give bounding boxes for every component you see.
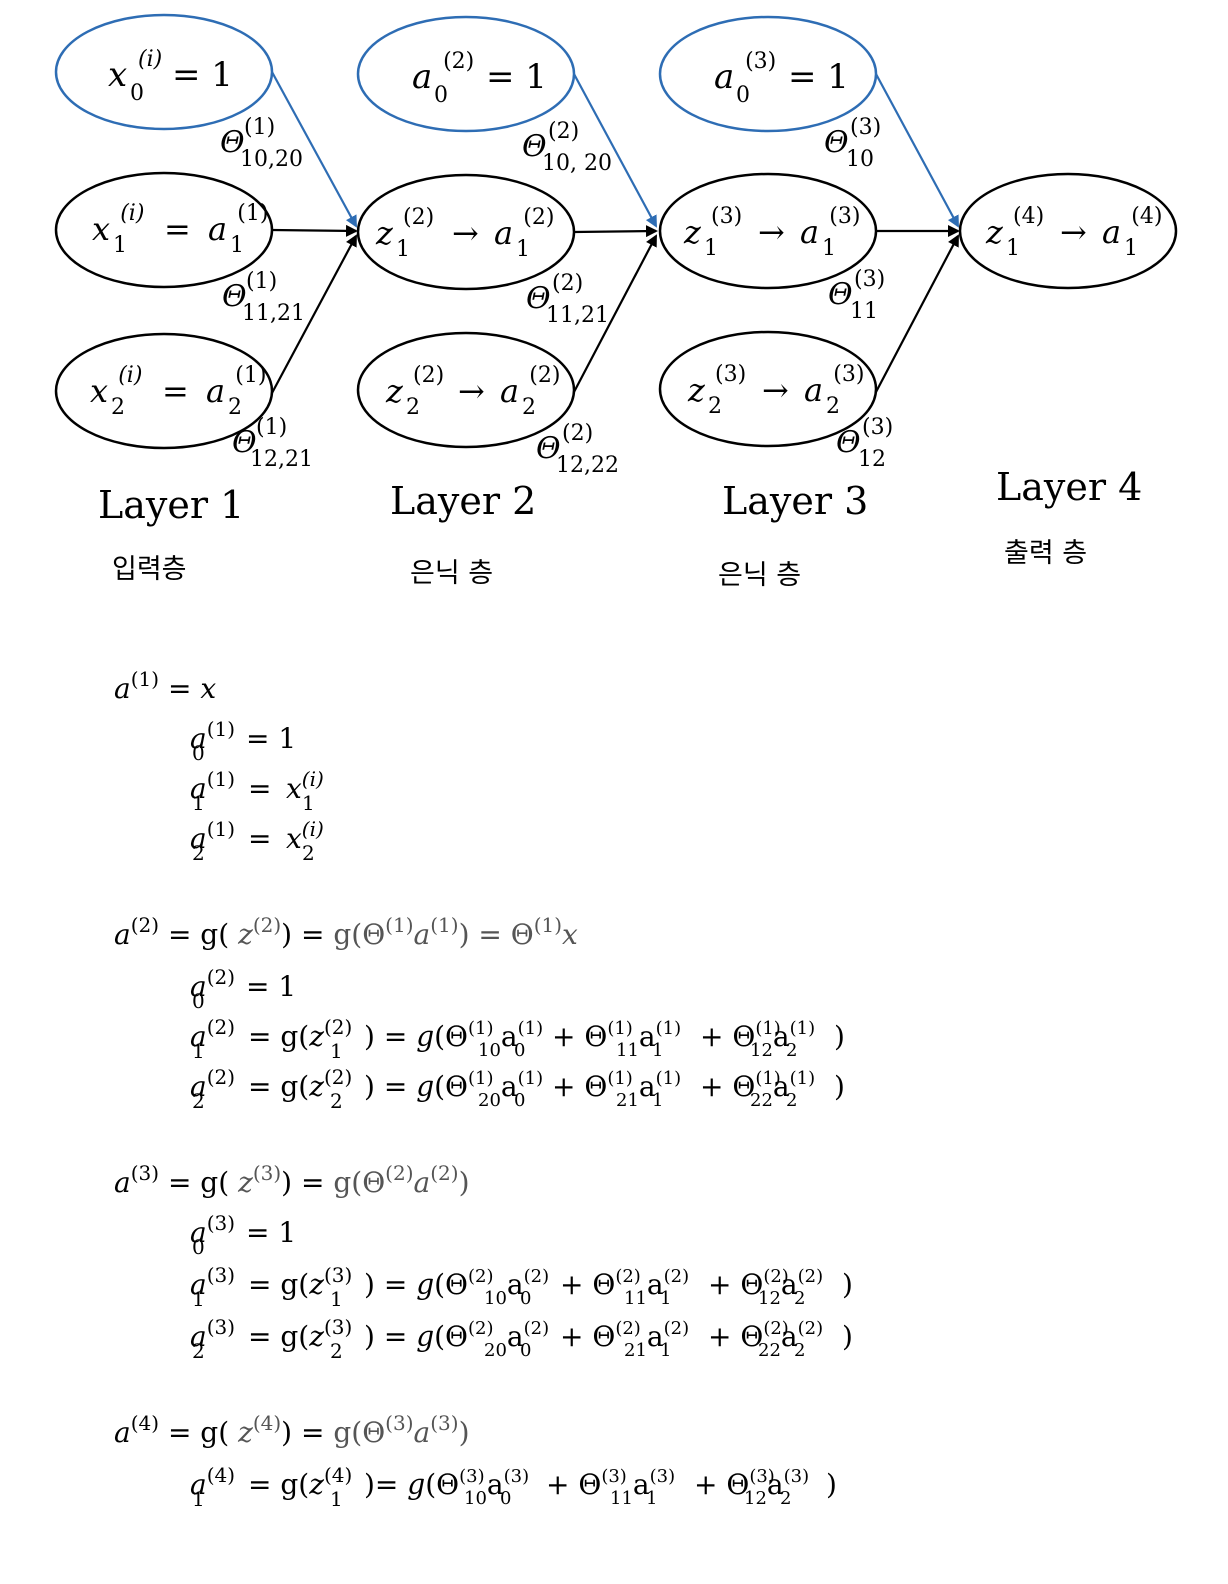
formula-a3-def: a(3) = g( z(3)) = g(Θ(2)a(2)) xyxy=(114,1161,470,1199)
weight-label-3-2: Θ (3) 12 xyxy=(836,407,903,472)
edges xyxy=(271,71,960,394)
layer-2-subtitle: 은닉 층 xyxy=(410,558,493,589)
node-l1-n2: x (i) 2 = a (1) 2 xyxy=(54,332,277,450)
layer-1-title: Layer 1 xyxy=(98,483,244,527)
formula-a3-1: a(3)1= g(z(3)1) = g(Θ(2)10a(2)0+ Θ(2)11a… xyxy=(190,1263,853,1311)
svg-text:x (i) 0: x (i) 0 = 1 xyxy=(108,35,233,109)
svg-text:z (3) 1: z (3) 1 → a (3) 1 xyxy=(683,193,871,263)
node-l2-n2: z (2) 2 → a (2) 2 xyxy=(356,331,576,449)
node-l3-n2: z (3) 2 → a (3) 2 xyxy=(658,330,878,448)
edge-l2-n1-to-l3-n1 xyxy=(573,225,658,238)
node-l4-n1: z (4) 1 → a (4) 1 xyxy=(958,172,1178,290)
svg-text:z (4) 1: z (4) 1 → a (4) 1 xyxy=(985,193,1173,263)
layer-4-subtitle: 출력 층 xyxy=(1004,538,1087,569)
node-l1-bias: x (i) 0 = 1 xyxy=(54,13,274,131)
formula-a3-2: a(3)2= g(z(3)2) = g(Θ(2)20a(2)0+ Θ(2)21a… xyxy=(190,1315,853,1363)
svg-text:x (i) 2: x (i) 2 = a (1) 2 xyxy=(90,352,277,422)
weight-label-2-2: Θ (2) 12,22 xyxy=(536,413,619,478)
formula-a2-1: a(2)1= g(z(2)1) = g(Θ(1)10a(1)0+ Θ(1)11a… xyxy=(190,1015,845,1063)
weight-labels: Θ (1) 10,20 Θ (1) 11,21 Θ (1) 12,21 Θ (2… xyxy=(220,107,903,478)
layer-3-subtitle: 은닉 층 xyxy=(718,560,801,591)
formula-a1-2: a(1)2=x(i)2 xyxy=(190,817,324,865)
layer-4-title: Layer 4 xyxy=(996,465,1142,509)
nodes: x (i) 0 = 1 x (i) 1 = a (1) 1 x xyxy=(54,13,1178,450)
formula-a1-def: a(1) = x xyxy=(114,667,216,705)
node-l2-bias: a (2) 0 = 1 xyxy=(356,15,576,133)
formula-a3-0: a(3)0= 1 xyxy=(190,1211,296,1259)
node-l3-n1: z (3) 1 → a (3) 1 xyxy=(658,172,878,290)
edge-l1-n2-to-l2-n1 xyxy=(271,234,357,394)
edge-l2-n2-to-l3-n1 xyxy=(573,234,657,393)
edge-l2-bias-to-l3-n1 xyxy=(573,73,657,228)
node-l1-n1: x (i) 1 = a (1) 1 xyxy=(54,171,279,289)
layer-1-subtitle: 입력층 xyxy=(112,554,187,585)
svg-text:z (3) 2: z (3) 2 → a (3) 2 xyxy=(687,351,875,421)
formula-a4-def: a(4) = g( z(4)) = g(Θ(3)a(3)) xyxy=(114,1411,470,1449)
formula-a1-1: a(1)1=x(i)1 xyxy=(190,767,324,815)
formula-a4-1: a(4)1= g(z(4)1)= g(Θ(3)10a(3)0+ Θ(3)11a(… xyxy=(190,1463,837,1511)
layer-captions: Layer 1 입력층 Layer 2 은닉 층 Layer 3 은닉 층 La… xyxy=(98,465,1142,591)
edge-l3-bias-to-l4-n1 xyxy=(875,73,959,228)
svg-text:a (3) 0: a (3) 0 = 1 xyxy=(714,37,849,111)
svg-text:z (2) 2: z (2) 2 → a (2) 2 xyxy=(385,352,571,422)
weight-label-1-0: Θ (1) 10,20 xyxy=(220,107,303,172)
network-diagram: x (i) 0 = 1 x (i) 1 = a (1) 1 x xyxy=(54,13,1178,591)
formulas: a(1) = x a(1)0= 1 a(1)1=x(i)1 a(1)2=x(i)… xyxy=(114,667,853,1511)
formula-a2-def: a(2) = g( z(2)) = g(Θ(1)a(1)) = Θ(1)x xyxy=(114,913,578,951)
svg-text:x (i) 1: x (i) 1 = a (1) 1 xyxy=(92,190,279,260)
weight-label-3-0: Θ (3) 10 xyxy=(824,107,891,172)
weight-label-2-1: Θ (2) 11,21 xyxy=(526,263,609,328)
node-l2-n1: z (2) 1 → a (2) 1 xyxy=(356,173,576,291)
edge-l1-bias-to-l2-n1 xyxy=(271,71,357,228)
layer-3-title: Layer 3 xyxy=(722,479,868,523)
svg-text:a (2) 0: a (2) 0 = 1 xyxy=(412,37,547,111)
node-l3-bias: a (3) 0 = 1 xyxy=(658,15,878,133)
weight-label-2-0: Θ (2) 10, 20 xyxy=(522,111,612,176)
edge-l3-n2-to-l4-n1 xyxy=(875,234,959,393)
weight-label-3-1: Θ (3) 11 xyxy=(828,259,895,324)
svg-text:z (2) 1: z (2) 1 → a (2) 1 xyxy=(375,194,565,264)
formula-a2-2: a(2)2= g(z(2)2) = g(Θ(1)20a(1)0+ Θ(1)21a… xyxy=(190,1065,845,1113)
edge-l1-n1-to-l2-n1 xyxy=(271,224,358,237)
weight-label-1-1: Θ (1) 11,21 xyxy=(222,261,305,326)
weight-label-1-2: Θ (1) 12,21 xyxy=(232,407,313,472)
formula-a1-0: a(1)0= 1 xyxy=(190,717,296,765)
formula-a2-0: a(2)0= 1 xyxy=(190,965,296,1013)
layer-2-title: Layer 2 xyxy=(390,479,536,523)
